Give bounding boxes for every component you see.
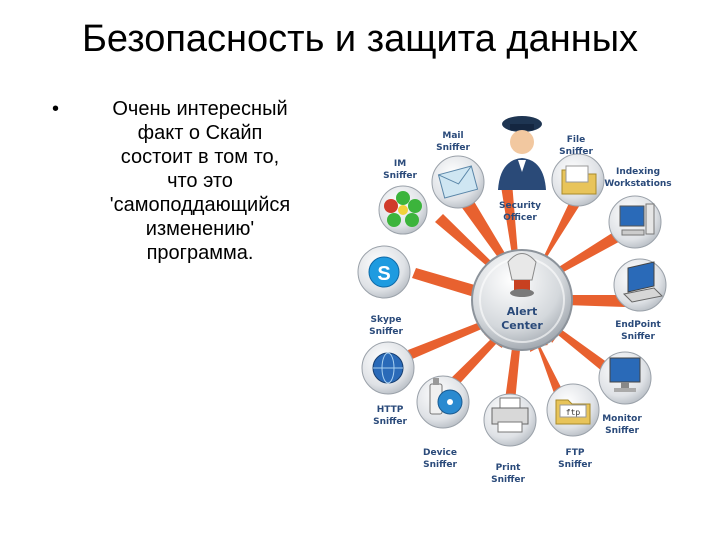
node-label: Sniffer [621,332,655,342]
security-diagram: Alert Center IM Sniffer Mail Sniffer [357,116,672,485]
node-label: Indexing [616,167,660,177]
alert-center-node: Alert Center [471,249,573,351]
arrow [444,325,508,392]
node-label: Sniffer [605,426,639,436]
bullet-item: • Очень интересный факт о Скайп состоит … [52,97,322,265]
node-label: Mail [442,131,463,141]
node-mail: Mail Sniffer [431,131,485,209]
node-label: Sniffer [491,475,525,485]
flower-icon [384,191,422,227]
arrow [545,320,615,376]
node-im: IM Sniffer [378,159,428,235]
node-label: Sniffer [423,460,457,470]
node-label: File [567,135,585,145]
node-label: Sniffer [558,460,592,470]
center-label-line1: Alert [507,305,537,318]
node-endpoint: EndPoint Sniffer [613,258,667,342]
node-label: IM [394,159,406,169]
node-http: HTTP Sniffer [361,341,415,427]
usb-device-icon [429,378,463,415]
laptop-icon [622,261,664,303]
node-label: FTP [566,448,585,458]
envelope-icon [437,165,479,199]
node-indexing: Indexing Workstations [604,167,672,249]
monitor-icon [609,357,641,392]
svg-text:S: S [377,263,390,285]
globe-icon [372,352,404,384]
node-label: Officer [503,213,537,223]
officer-icon [498,116,546,190]
node-print: Print Sniffer [483,393,537,485]
node-label: Sniffer [373,417,407,427]
bullet-marker: • [52,98,60,120]
siren-icon [507,253,537,297]
node-label: Sniffer [436,143,470,153]
node-label: Skype [371,315,402,325]
node-security: Security Officer [498,116,546,223]
node-label: Sniffer [559,147,593,157]
node-monitor: Monitor Sniffer [598,351,652,436]
node-label: Device [423,448,457,458]
ftp-folder-icon: ftp [555,399,591,425]
node-label: Sniffer [369,327,403,337]
node-file: File Sniffer [551,135,605,207]
desktop-computer-icon [619,203,655,236]
node-skype: S Skype Sniffer [357,245,411,337]
bullet-text: Очень интересный факт о Скайп состоит в … [109,98,291,264]
node-label: Print [496,463,522,473]
node-label: Monitor [602,414,642,424]
node-label: HTTP [377,405,404,415]
node-label: EndPoint [615,320,661,330]
node-label: Sniffer [383,171,417,181]
node-label: Workstations [604,179,671,189]
ftp-badge-text: ftp [566,408,581,417]
node-device: Device Sniffer [416,375,470,470]
slide-title: Безопасность и защита данных [81,18,639,60]
skype-icon: S [368,256,400,288]
arrow [500,180,530,275]
node-ftp: ftp FTP Sniffer [546,383,600,470]
center-label-line2: Center [501,319,543,332]
printer-icon [491,397,529,433]
folder-icon [561,165,597,195]
node-label: Security [499,201,541,211]
